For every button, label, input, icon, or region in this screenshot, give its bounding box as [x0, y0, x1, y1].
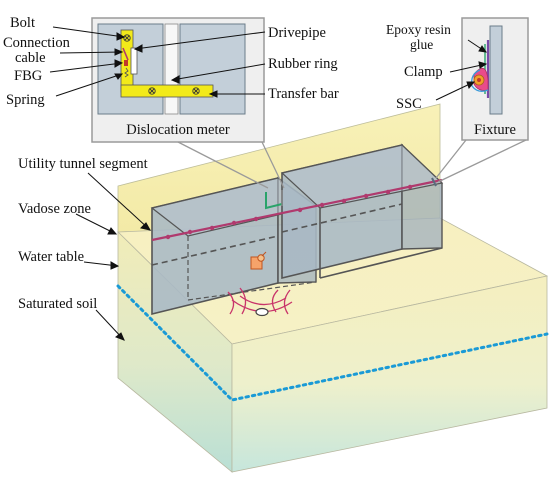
label-vadose-zone: Vadose zone: [18, 201, 91, 217]
dislocation-meter-title: Dislocation meter: [126, 122, 230, 138]
label-epoxy-line1: Epoxy resin: [386, 22, 451, 37]
label-ssc: SSC: [396, 96, 422, 112]
vibration-source: [227, 251, 293, 317]
label-connection-cable-line1: Connection: [3, 35, 71, 51]
label-water-table: Water table: [18, 249, 84, 265]
label-bolt: Bolt: [10, 15, 35, 31]
inset-connectors: [177, 139, 527, 189]
dislocation-meter-mini: [265, 190, 283, 210]
label-transfer-bar: Transfer bar: [268, 86, 339, 102]
label-epoxy-line2: glue: [410, 37, 433, 52]
label-fbg: FBG: [14, 68, 43, 84]
label-utility-tunnel-segment: Utility tunnel segment: [18, 156, 148, 172]
fixture-title: Fixture: [474, 122, 516, 138]
label-drivepipe: Drivepipe: [268, 25, 326, 41]
label-epoxy-resin-glue: Epoxy resin glue: [386, 22, 454, 52]
tunnel-segment-right: [280, 143, 444, 280]
label-saturated-soil: Saturated soil: [18, 296, 97, 312]
soil-right-face: [231, 275, 548, 473]
fixture-inset: Fixture: [461, 17, 529, 141]
dislocation-meter-inset: Dislocation meter: [91, 17, 265, 143]
utility-tunnel: [150, 143, 444, 316]
sensing-cable: [151, 178, 443, 242]
leader-lines: [49, 26, 488, 341]
label-connection-cable: Connection cable: [3, 35, 73, 66]
label-rubber-ring: Rubber ring: [268, 56, 338, 72]
fixture-mini: [431, 177, 437, 187]
labels: Bolt Connection cable FBG Spring Drivepi…: [3, 15, 454, 312]
label-spring: Spring: [6, 92, 45, 108]
label-clamp: Clamp: [404, 64, 443, 80]
label-connection-cable-line2: cable: [15, 50, 46, 66]
water-table-line: [116, 284, 549, 402]
